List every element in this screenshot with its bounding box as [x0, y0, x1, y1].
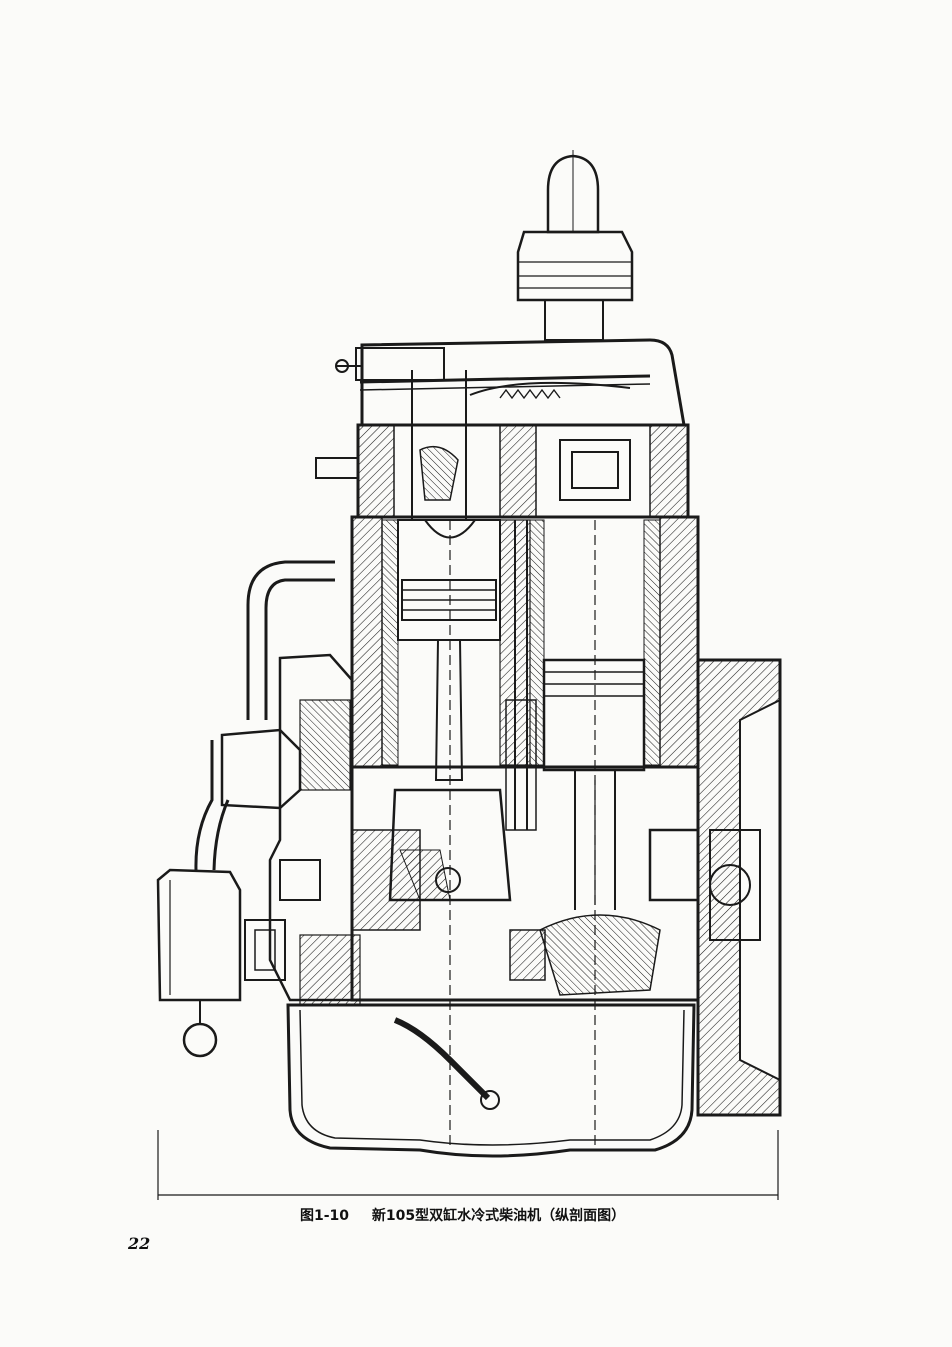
figure-number: 图1-10: [300, 1208, 350, 1224]
page-number: 22: [128, 1234, 151, 1253]
cylinder-block: [350, 515, 700, 769]
dimension-lines: [157, 520, 779, 1200]
air-cleaner: [516, 150, 634, 341]
valve-cover: [335, 338, 686, 520]
oil-sump: [286, 1003, 696, 1158]
cylinder-head: [315, 423, 690, 519]
flywheel: [696, 658, 782, 1117]
push-rod: [505, 520, 537, 831]
figure-title: 新105型双缸水冷式柴油机（纵剖面图）: [371, 1208, 626, 1224]
water-pipe: [246, 560, 335, 720]
injection-pump: [156, 868, 286, 1058]
figure-caption: 图1-10 新105型双缸水冷式柴油机（纵剖面图）: [300, 1205, 660, 1225]
front-housing: [194, 653, 361, 1006]
right-piston: [542, 658, 646, 910]
crankcase: [350, 767, 700, 1002]
